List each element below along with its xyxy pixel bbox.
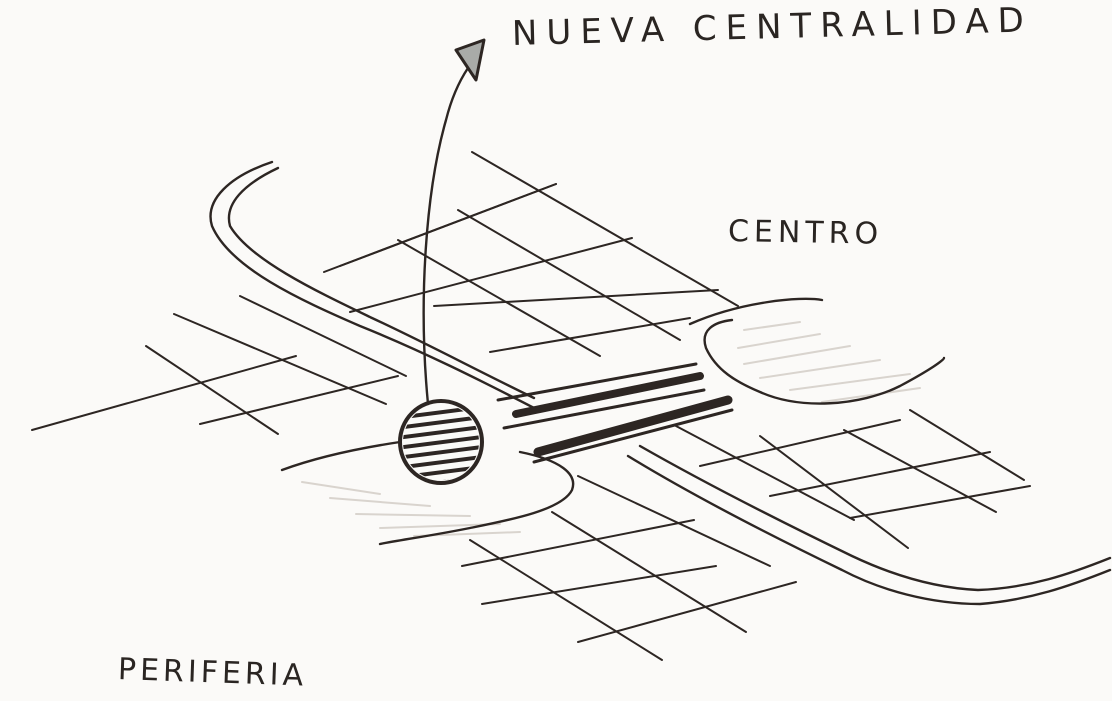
center-zone-outline <box>688 297 946 405</box>
hatched-zones <box>301 321 921 537</box>
lower-street-grid <box>461 475 797 661</box>
left-street-grid <box>31 295 407 435</box>
right-street-grid <box>675 409 1031 549</box>
pointer-arrow <box>422 38 486 406</box>
new-centrality-node <box>398 399 484 485</box>
upper-street-grid <box>323 151 739 357</box>
periphery-zone-outline <box>280 440 575 546</box>
central-axis <box>496 362 734 464</box>
arrowhead-icon <box>454 38 486 82</box>
label-center: CENTRO <box>727 214 884 252</box>
ring-road-lower <box>626 454 1112 606</box>
label-periphery: PERIFERIA <box>117 652 308 694</box>
ring-road-upper <box>209 160 540 412</box>
